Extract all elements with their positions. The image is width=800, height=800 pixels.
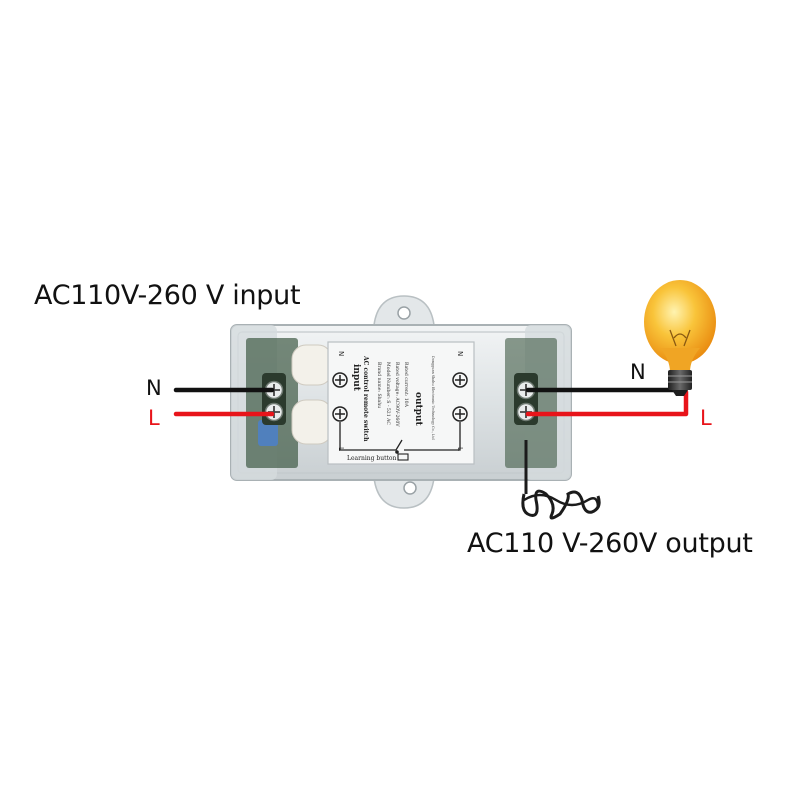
input-voltage-title: AC110V-260 V input [34, 280, 301, 311]
input-live-label: L [148, 406, 160, 430]
light-bulb-icon [644, 280, 716, 396]
input-terminal-block [262, 373, 286, 425]
label-n-top-left: N [337, 351, 345, 356]
output-terminal-block [514, 373, 538, 425]
label-line3: Model Number: S - 521 AC [385, 362, 391, 425]
label-l-bottom-right: L [456, 447, 464, 451]
top-mounting-ear [373, 295, 435, 326]
input-neutral-label: N [146, 376, 162, 400]
label-input-text: input [351, 364, 361, 392]
module-product-label: N N L L input AC control remote switch B… [327, 341, 475, 465]
output-live-label: L [700, 406, 712, 430]
learning-button-icon [397, 453, 409, 461]
bottom-mounting-ear [373, 477, 435, 509]
output-live-wire [525, 389, 689, 417]
label-n-top-right: N [456, 351, 464, 356]
label-line6: Dongguan Shahu Electronic Technology Co.… [431, 356, 435, 440]
label-line2: Brand name: Shahu [376, 362, 382, 408]
label-l-bottom-left: L [337, 447, 345, 451]
output-neutral-label: N [630, 360, 646, 384]
label-output-text: output [413, 392, 423, 427]
label-learning-button: Learning button [347, 455, 397, 462]
output-voltage-title: AC110 V-260V output [467, 528, 753, 559]
label-line4: Rated voltage: AC90V-260V [394, 362, 400, 427]
label-line5: Rated current: 10A [403, 362, 409, 408]
label-line1: AC control remote switch [362, 355, 369, 442]
coiled-antenna-icon [521, 440, 601, 520]
